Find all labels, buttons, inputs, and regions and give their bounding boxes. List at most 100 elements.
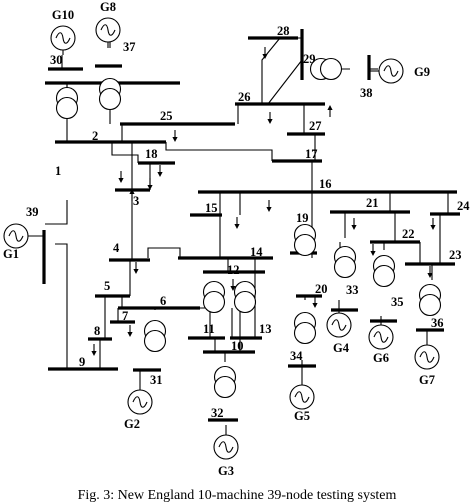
generator-label-G6: G6 — [373, 351, 389, 365]
transformers — [55, 57, 442, 399]
bus-label-29: 29 — [303, 52, 316, 66]
load-arrow-icon-2 — [156, 164, 164, 178]
generator-label-G10: G10 — [52, 8, 74, 22]
bus-label-31: 31 — [150, 373, 163, 387]
bus-label-28: 28 — [277, 24, 290, 38]
bus-label-25: 25 — [160, 109, 173, 123]
bus-label-26: 26 — [238, 90, 251, 104]
bus-label-21: 21 — [366, 196, 379, 210]
bus-label-30: 30 — [50, 53, 63, 67]
bus-label-3: 3 — [133, 194, 139, 208]
sine-wave — [132, 396, 148, 408]
transformer-7 — [233, 280, 257, 314]
generator-G9-icon — [378, 58, 404, 84]
generator-G1-icon — [3, 223, 29, 249]
figure-caption: Fig. 3: New England 10-machine 39-node t… — [78, 488, 397, 502]
transformer-coil — [202, 290, 226, 314]
sine-wave — [8, 230, 24, 242]
generator-G8-icon — [95, 17, 121, 43]
bus-label-24: 24 — [457, 199, 470, 213]
bus-label-37: 37 — [123, 40, 136, 54]
load-arrow-icon-6 — [266, 111, 274, 125]
bus-label-38: 38 — [360, 86, 373, 100]
sine-wave — [331, 319, 347, 331]
busbars — [42, 29, 460, 422]
transmission-lines — [28, 37, 449, 435]
bus-label-12: 12 — [227, 263, 240, 277]
bus-label-9: 9 — [79, 355, 85, 369]
transformer-coil — [293, 321, 317, 345]
sine-wave — [218, 441, 234, 453]
transformer-coil — [98, 87, 122, 111]
transformer-8 — [293, 223, 317, 257]
sine-wave — [419, 351, 435, 363]
bus-label-7: 7 — [122, 309, 128, 323]
line-segment-17 — [165, 142, 273, 161]
bus-label-17: 17 — [305, 147, 318, 161]
bus-label-20: 20 — [315, 282, 328, 296]
bus-label-2: 2 — [92, 129, 98, 143]
transformer-coil — [333, 255, 357, 279]
generator-label-G8: G8 — [100, 0, 116, 14]
caption-prefix: Fig. — [78, 488, 104, 502]
bus-label-13: 13 — [259, 322, 272, 336]
load-arrow-icon-7 — [326, 104, 334, 118]
sine-wave — [294, 391, 310, 403]
bus-label-5: 5 — [104, 279, 110, 293]
sine-wave — [383, 65, 399, 77]
line-segment-2 — [45, 200, 68, 225]
generator-label-G2: G2 — [124, 417, 140, 431]
bus-label-23: 23 — [449, 248, 462, 262]
transformer-4 — [213, 365, 237, 399]
transformer-2 — [98, 77, 122, 111]
transformer-12 — [418, 283, 442, 317]
bus-label-33: 33 — [346, 283, 359, 297]
bus-label-15: 15 — [205, 201, 218, 215]
transformer-3 — [143, 319, 167, 353]
generator-label-G3: G3 — [218, 464, 234, 478]
bus-label-4: 4 — [113, 241, 120, 255]
load-arrow-icon-1 — [171, 129, 179, 143]
generator-G7-icon — [414, 344, 440, 370]
bus-label-6: 6 — [160, 294, 166, 308]
load-arrow-icon-16 — [350, 217, 358, 231]
bus-label-16: 16 — [319, 177, 332, 191]
caption-text: : New England 10-machine 39-node testing… — [110, 488, 396, 502]
load-arrow-icon-15 — [311, 295, 319, 309]
bus-label-11: 11 — [203, 322, 215, 336]
transformer-5 — [309, 57, 343, 81]
bus-label-35: 35 — [391, 295, 404, 309]
bus-label-1: 1 — [55, 164, 61, 178]
bus-label-14: 14 — [250, 245, 263, 259]
transformer-coil — [55, 96, 79, 120]
line-segment-7 — [111, 142, 139, 163]
transformer-1 — [55, 86, 79, 120]
line-segment-14 — [267, 59, 303, 105]
transformer-coil — [372, 264, 396, 288]
load-arrow-icon-13 — [90, 343, 98, 357]
load-arrow-icon-8 — [261, 46, 269, 60]
caption-number: 3 — [103, 488, 110, 502]
bus-label-18: 18 — [145, 147, 158, 161]
line-segment-5 — [55, 243, 80, 370]
generator-G3-icon — [213, 434, 239, 460]
bus-label-8: 8 — [94, 324, 100, 338]
transformer-coil — [418, 293, 442, 317]
load-arrow-icon-9 — [265, 199, 273, 213]
generator-label-G9: G9 — [414, 65, 430, 79]
transformer-coil — [319, 57, 343, 81]
load-arrow-icon-18 — [429, 217, 437, 231]
transformer-coil — [143, 329, 167, 353]
transformer-10 — [372, 254, 396, 288]
sine-wave — [100, 24, 116, 36]
load-arrow-icon-17 — [369, 243, 377, 257]
transformer-9 — [333, 245, 357, 279]
bus-label-22: 22 — [402, 227, 415, 241]
generator-G4-icon — [326, 312, 352, 338]
line-segment-12 — [261, 37, 281, 104]
load-arrow-icon-12 — [126, 324, 134, 338]
load-arrow-icon-5 — [146, 177, 154, 191]
transformer-coil — [233, 290, 257, 314]
load-arrow-icon-10 — [233, 216, 241, 230]
